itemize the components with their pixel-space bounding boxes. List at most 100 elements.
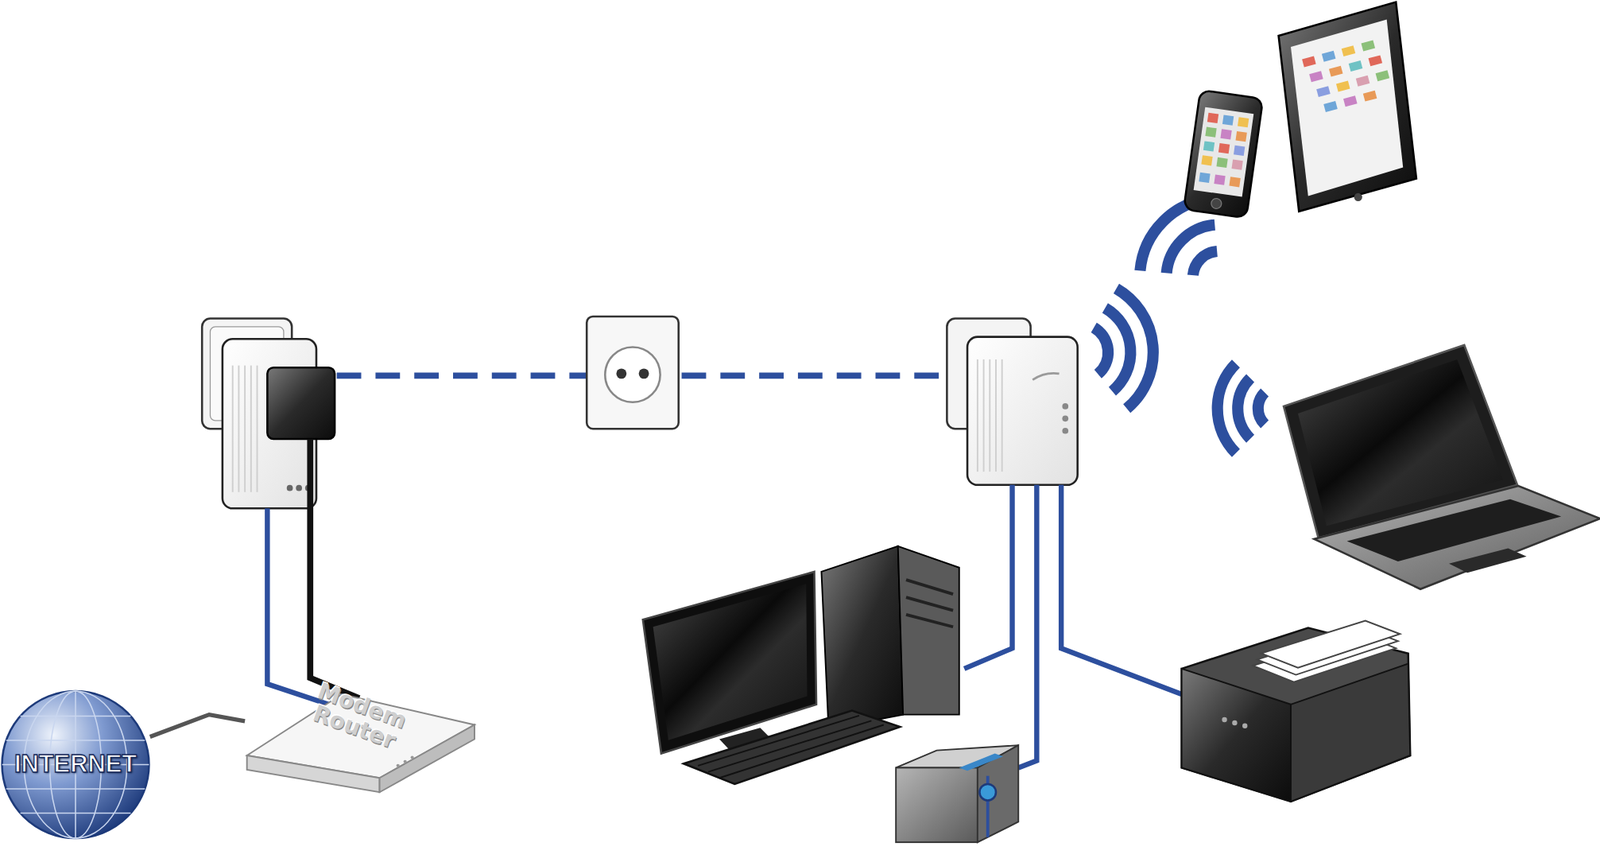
ethernet-cable: [964, 484, 1012, 669]
wifi-signal: [1093, 288, 1154, 409]
ethernet-cable: [1061, 484, 1182, 694]
home-button: [1210, 197, 1222, 210]
app-icon: [1218, 143, 1230, 154]
internet-label: INTERNET: [0, 748, 150, 778]
monitor-screen: [653, 583, 808, 740]
status-led: [396, 763, 400, 768]
status-led: [403, 759, 407, 764]
modem-router: Modem Router: [244, 689, 476, 795]
paper-sheet: [1261, 620, 1401, 668]
touchpad: [1448, 547, 1527, 573]
app-icon: [1363, 90, 1378, 102]
parallel: [6, 787, 146, 790]
vent-lines: [232, 365, 258, 493]
wifi-arc: [1237, 377, 1251, 438]
app-icon: [1341, 45, 1356, 57]
app-icon: [1323, 100, 1338, 113]
vent-line: [256, 365, 259, 493]
socket-recess: [604, 346, 660, 402]
brand-mark: [1032, 372, 1059, 380]
pc-tower: [821, 546, 903, 729]
app-icon: [1336, 81, 1351, 93]
home-button: [1354, 193, 1363, 202]
status-led: [286, 484, 294, 492]
laptop-keyboard: [1347, 499, 1562, 562]
app-icon: [1361, 40, 1376, 52]
app-icon: [1222, 114, 1234, 125]
key-row: [719, 724, 884, 778]
drive-bay: [906, 614, 954, 627]
router-front: [247, 755, 380, 792]
wifi-signal: [1217, 363, 1265, 453]
status-led: [295, 484, 303, 492]
app-icon: [1237, 116, 1249, 128]
vent-line: [244, 365, 246, 493]
printer-front: [1181, 668, 1291, 802]
app-icon: [1316, 85, 1331, 97]
app-icon: [1328, 65, 1344, 78]
vent-line: [250, 365, 252, 493]
wifi-arc: [1193, 251, 1217, 276]
app-icon: [1309, 70, 1324, 82]
socket-hole: [615, 368, 627, 379]
keyboard: [683, 710, 900, 784]
parallel: [20, 812, 132, 814]
app-icon: [1375, 69, 1391, 82]
wifi-arc: [1115, 288, 1153, 409]
printer-side: [1290, 662, 1411, 801]
nas-slot: [959, 752, 1004, 771]
pc-tower: [898, 546, 960, 715]
app-icon: [1207, 112, 1219, 124]
app-icon: [1233, 145, 1245, 156]
wifi-arc: [1217, 363, 1236, 453]
status-led: [1242, 723, 1248, 729]
wall-socket: [586, 316, 679, 429]
app-icon: [1231, 159, 1244, 171]
socket-hole: [639, 368, 650, 379]
status-led: [410, 755, 415, 760]
key-row: [708, 720, 872, 771]
app-icon: [1204, 127, 1217, 138]
vent-line: [232, 365, 234, 493]
vent-lines: [977, 359, 1003, 472]
powerline-link: [337, 372, 588, 380]
app-icon: [1343, 95, 1358, 107]
vent-line: [237, 365, 240, 493]
wifi-adapter: [967, 337, 1078, 485]
status-led: [1231, 720, 1237, 725]
app-icon: [1321, 50, 1337, 62]
vent-line: [976, 359, 979, 472]
ethernet-cable: [267, 507, 329, 704]
app-icon: [1220, 128, 1232, 140]
phone-body: [1183, 89, 1263, 218]
app-icon: [1228, 176, 1240, 187]
monitor-frame: [643, 571, 817, 754]
phone-screen: [1193, 107, 1255, 198]
passthrough-socket: [267, 367, 335, 439]
drive-bay: [906, 596, 954, 611]
drive-bay: [906, 579, 954, 594]
ethernet-cable: [1018, 484, 1037, 768]
vent-line: [988, 359, 991, 472]
parallel: [20, 715, 132, 717]
power-cable: [309, 438, 360, 698]
status-led: [1221, 716, 1227, 722]
app-icon: [1368, 54, 1384, 66]
wifi-arc: [1258, 391, 1265, 424]
nas-drive: [895, 767, 978, 842]
laptop-base: [1314, 485, 1600, 589]
app-icon: [1198, 172, 1210, 183]
app-icon: [1235, 131, 1248, 142]
status-led: [1061, 427, 1069, 434]
app-icon: [1203, 140, 1215, 152]
vent-line: [995, 359, 997, 472]
app-icon: [1355, 75, 1371, 87]
internet-line: [150, 714, 245, 737]
tablet-icons: [1301, 38, 1394, 115]
app-icon: [1213, 174, 1225, 185]
internet-globe: INTERNET: [0, 689, 150, 839]
